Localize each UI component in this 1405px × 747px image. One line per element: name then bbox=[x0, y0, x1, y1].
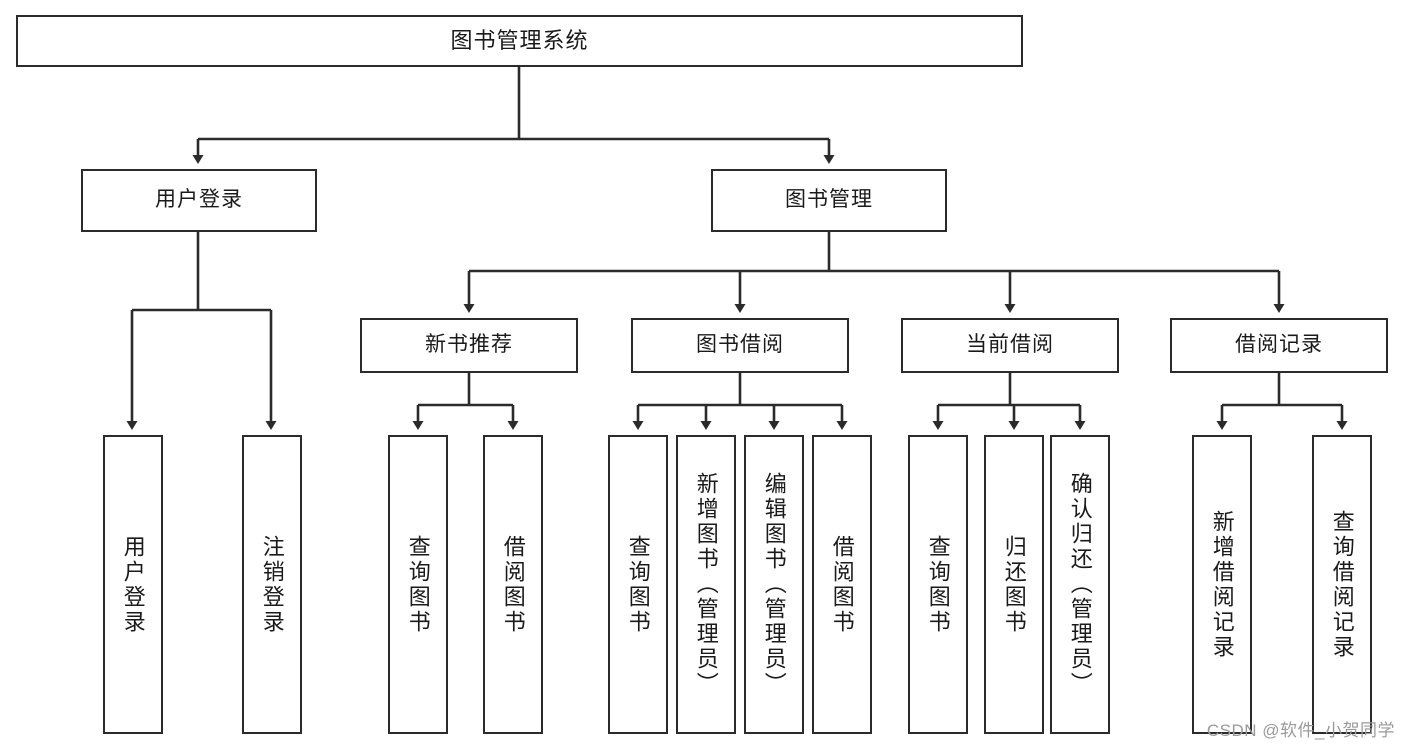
leaf-current-confirm-return-admin[interactable]: 确认归还（管理员） bbox=[1050, 435, 1110, 734]
leaf-user-login-logout[interactable]: 注销登录 bbox=[242, 435, 302, 734]
node-new-book-recommend[interactable]: 新书推荐 bbox=[360, 318, 578, 373]
node-current-borrow[interactable]: 当前借阅 bbox=[901, 318, 1119, 373]
leaf-borrow-borrow-book[interactable]: 借阅图书 bbox=[812, 435, 872, 734]
node-label: 新增图书（管理员） bbox=[693, 472, 719, 697]
node-book-borrow[interactable]: 图书借阅 bbox=[631, 318, 849, 373]
node-label: 图书管理系统 bbox=[450, 28, 589, 54]
node-label: 查询图书 bbox=[925, 534, 951, 635]
node-label: 新书推荐 bbox=[425, 333, 513, 357]
leaf-current-return-book[interactable]: 归还图书 bbox=[984, 435, 1044, 734]
node-label: 图书管理 bbox=[785, 188, 873, 212]
node-label: 查询图书 bbox=[625, 534, 651, 635]
node-label: 用户登录 bbox=[120, 534, 146, 635]
node-user-login[interactable]: 用户登录 bbox=[81, 169, 317, 232]
leaf-borrow-add-book-admin[interactable]: 新增图书（管理员） bbox=[676, 435, 736, 734]
leaf-user-login-login[interactable]: 用户登录 bbox=[103, 435, 163, 734]
node-book-management[interactable]: 图书管理 bbox=[711, 169, 947, 232]
node-label: 查询图书 bbox=[405, 534, 431, 635]
leaf-borrow-edit-book-admin[interactable]: 编辑图书（管理员） bbox=[744, 435, 804, 734]
node-label: 注销登录 bbox=[259, 534, 285, 635]
node-label: 归还图书 bbox=[1001, 534, 1027, 635]
node-borrow-record[interactable]: 借阅记录 bbox=[1170, 318, 1388, 373]
node-label: 借阅记录 bbox=[1235, 333, 1323, 357]
node-label: 确认归还（管理员） bbox=[1067, 472, 1093, 697]
leaf-borrow-query-book[interactable]: 查询图书 bbox=[608, 435, 668, 734]
node-label: 新增借阅记录 bbox=[1209, 509, 1235, 660]
node-label: 借阅图书 bbox=[500, 534, 526, 635]
node-label: 当前借阅 bbox=[966, 333, 1054, 357]
leaf-recommend-query-book[interactable]: 查询图书 bbox=[388, 435, 448, 734]
leaf-current-query-book[interactable]: 查询图书 bbox=[908, 435, 968, 734]
leaf-recommend-borrow-book[interactable]: 借阅图书 bbox=[483, 435, 543, 734]
node-label: 图书借阅 bbox=[696, 333, 784, 357]
leaf-record-query-record[interactable]: 查询借阅记录 bbox=[1312, 435, 1372, 734]
node-label: 查询借阅记录 bbox=[1329, 509, 1355, 660]
node-label: 编辑图书（管理员） bbox=[761, 472, 787, 697]
node-root-system[interactable]: 图书管理系统 bbox=[16, 15, 1023, 67]
node-label: 借阅图书 bbox=[829, 534, 855, 635]
leaf-record-add-record[interactable]: 新增借阅记录 bbox=[1192, 435, 1252, 734]
node-label: 用户登录 bbox=[155, 188, 243, 212]
